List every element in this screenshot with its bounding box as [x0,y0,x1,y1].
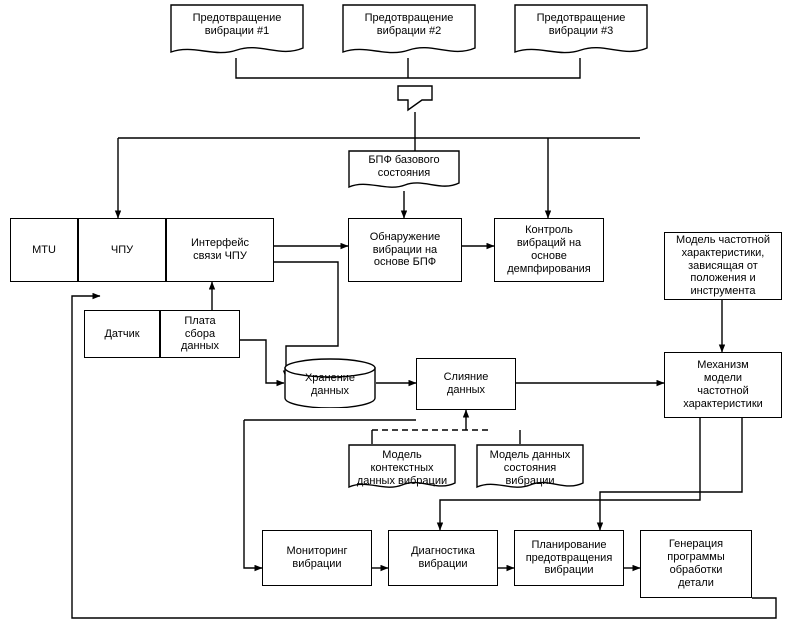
document-shape [170,4,304,54]
document-shape [348,150,460,189]
cylinder-shape [284,358,376,409]
node-mtu: MTU [10,218,78,282]
document-shape [514,4,648,54]
document-shape [348,444,456,489]
document-shape [476,444,584,489]
node-cnc: ЧПУ [78,218,166,282]
node-sensor: Датчик [84,310,160,358]
document-shape [342,4,476,54]
